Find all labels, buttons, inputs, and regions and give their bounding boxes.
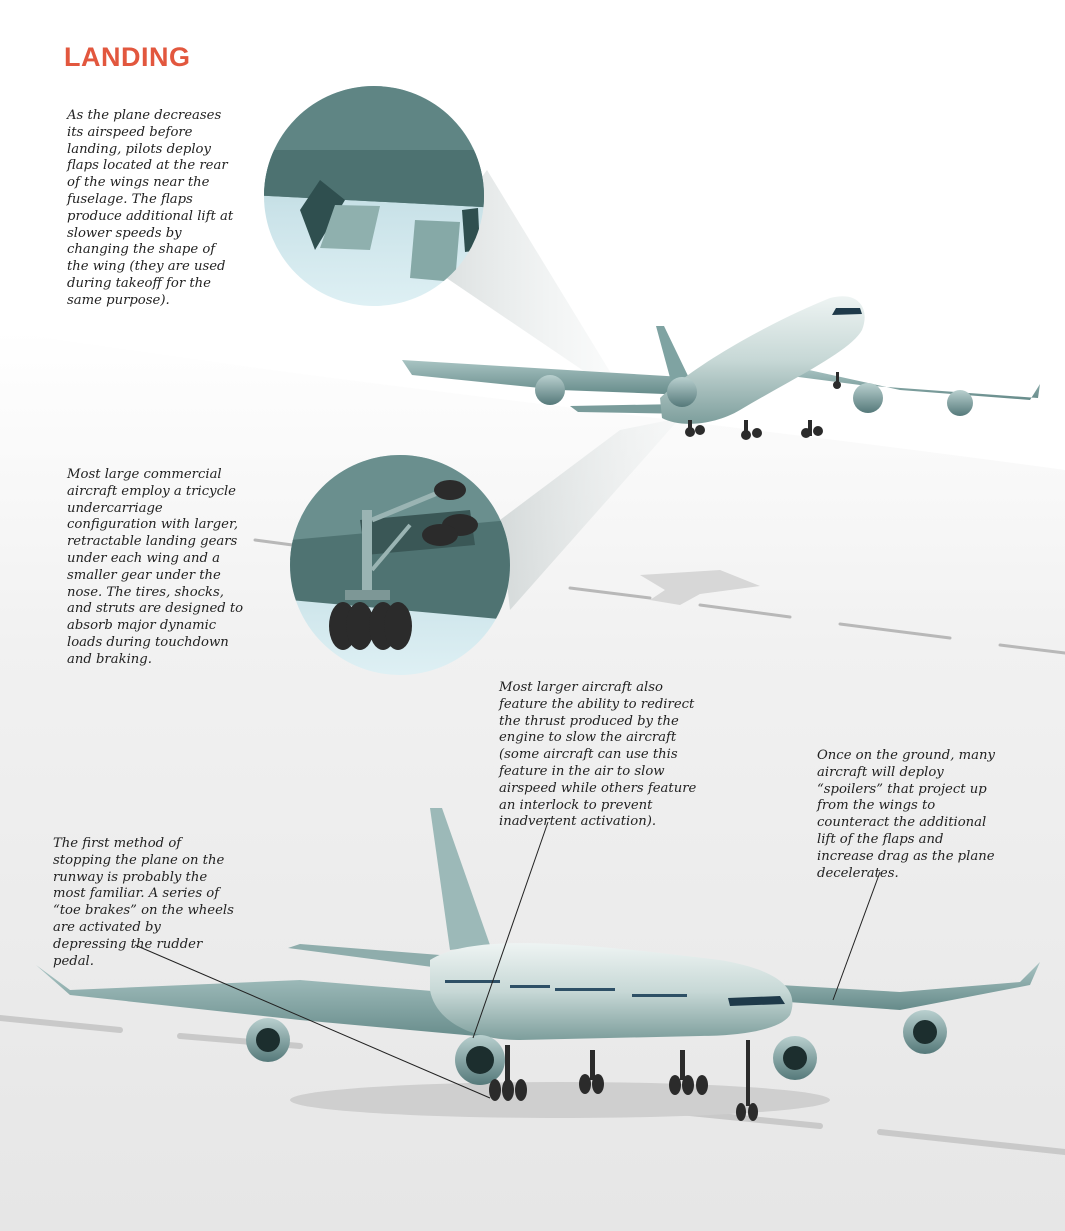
upper-engine-1 [535,375,565,405]
gear-tire-4 [384,602,412,650]
flap-2 [410,220,460,282]
leader-line-brakes [134,944,491,1099]
landing-gear-caption: Most large commercial aircraft employ a … [67,467,244,667]
spoilers-caption: Once on the ground, many aircraft will d… [817,748,995,881]
page-title: LANDING [64,42,191,72]
upper-cockpit-window [832,308,862,315]
gear-inset [290,455,510,675]
gear-strut [362,510,372,590]
upper-engine-4 [947,390,973,416]
leader-line-spoilers [832,871,881,1001]
upper-aircraft-shadow [640,570,760,605]
lower-landing-gear [489,1040,758,1121]
leader-line-thrust [472,821,549,1039]
flap-1 [320,205,380,250]
lower-left-wing [36,965,540,1040]
lower-aircraft [36,808,1040,1121]
upper-tail-fin [656,326,690,385]
lower-horizontal-stabilizer [288,944,440,968]
toe-brakes-caption: The first method of stopping the plane o… [53,836,234,969]
lower-tail-fin [430,808,490,950]
upper-horizontal-stabilizer [570,404,690,414]
lower-cabin-windows [445,980,687,997]
upper-landing-gear [685,372,841,440]
lower-fuselage [430,943,793,1040]
upper-aircraft [402,296,1040,440]
gear-callout-beam [500,418,680,610]
lower-aircraft-shadow [290,1082,830,1118]
thrust-reverser-caption: Most larger aircraft also feature the ab… [499,680,697,830]
lower-cockpit-window [728,996,785,1006]
flaps-inset [264,86,484,306]
flaps-caption: As the plane decreases its airspeed befo… [67,108,234,308]
upper-engine-3 [853,383,883,413]
gear-tire-2 [346,602,374,650]
lower-right-wing [760,962,1040,1010]
upper-right-wing [760,368,1040,400]
upper-fuselage [660,296,865,424]
upper-engine-2 [667,377,697,407]
